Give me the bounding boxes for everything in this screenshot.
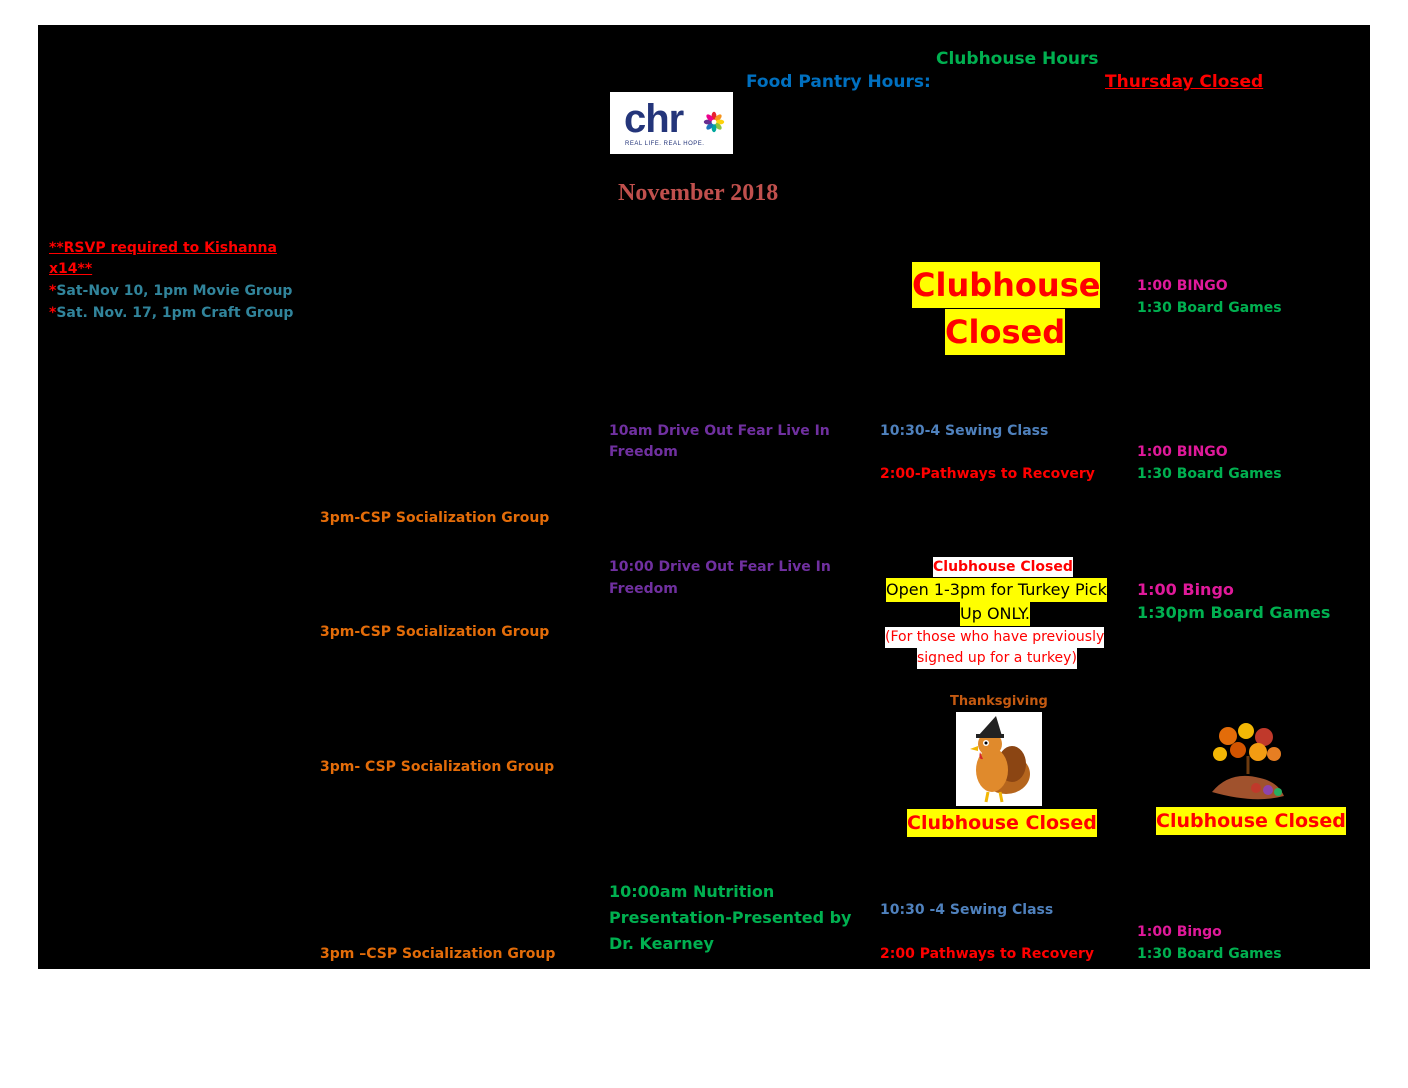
bingo-week1: 1:00 BINGO xyxy=(1137,278,1228,294)
board-games-week3: 1:30pm Board Games xyxy=(1137,603,1331,622)
asterisk: * xyxy=(49,283,57,299)
clubhouse-closed-week3: Clubhouse Closed xyxy=(933,557,1073,577)
turkey-pickup-line1: Open 1-3pm for Turkey Pick xyxy=(886,578,1107,602)
clubhouse-closed-large-line1: Clubhouse xyxy=(912,262,1101,308)
logo-brand-text: chr xyxy=(624,97,684,141)
nutrition-presentation-line2: Presentation-Presented by xyxy=(609,908,852,927)
pathways-week2: 2:00-Pathways to Recovery xyxy=(880,466,1095,482)
cornucopia-illustration xyxy=(1208,722,1286,804)
bingo-week2: 1:00 BINGO xyxy=(1137,444,1228,460)
turkey-icon xyxy=(970,716,1030,803)
calendar-sheet xyxy=(38,25,1370,969)
bingo-week5: 1:00 Bingo xyxy=(1137,924,1222,940)
turkey-illustration xyxy=(956,712,1042,806)
clubhouse-hours-heading: Clubhouse Hours xyxy=(936,49,1099,69)
previous-signup-line1: (For those who have previously xyxy=(885,627,1105,648)
chr-logo: chr REAL LIFE. REAL HOPE. xyxy=(610,92,733,154)
thanksgiving-label: Thanksgiving xyxy=(950,694,1048,709)
clubhouse-closed-thanksgiving-thursday: Clubhouse Closed xyxy=(907,809,1097,837)
flower-icon xyxy=(703,111,725,133)
previous-signup-line2: signed up for a turkey) xyxy=(917,648,1077,669)
board-games-week1: 1:30 Board Games xyxy=(1137,300,1282,316)
asterisk: * xyxy=(49,305,57,321)
food-pantry-hours-heading: Food Pantry Hours: xyxy=(746,72,931,92)
board-games-week5: 1:30 Board Games xyxy=(1137,946,1282,962)
rsvp-note-line1: **RSVP required to Kishanna xyxy=(49,240,277,256)
csp-group-week5: 3pm –CSP Socialization Group xyxy=(320,946,556,962)
cornucopia-icon xyxy=(1212,723,1284,800)
drive-out-fear-week2-line2: Freedom xyxy=(609,444,678,460)
csp-group-week4: 3pm- CSP Socialization Group xyxy=(320,759,555,775)
craft-group-text: Sat. Nov. 17, 1pm Craft Group xyxy=(56,305,294,321)
thursday-closed-notice: Thursday Closed xyxy=(1105,72,1264,92)
movie-group-text: Sat-Nov 10, 1pm Movie Group xyxy=(56,283,293,299)
sewing-class-week5: 10:30 -4 Sewing Class xyxy=(880,902,1054,918)
logo-tagline: REAL LIFE. REAL HOPE. xyxy=(625,141,705,147)
movie-group-note: *Sat-Nov 10, 1pm Movie Group xyxy=(49,280,292,302)
sewing-class-week2: 10:30-4 Sewing Class xyxy=(880,423,1049,439)
month-title: November 2018 xyxy=(618,180,779,206)
bingo-week3: 1:00 Bingo xyxy=(1137,580,1234,599)
nutrition-presentation-line3: Dr. Kearney xyxy=(609,934,714,953)
rsvp-note-line2: x14** xyxy=(49,261,93,277)
csp-group-week2: 3pm-CSP Socialization Group xyxy=(320,510,550,526)
clubhouse-closed-thanksgiving-friday: Clubhouse Closed xyxy=(1156,807,1346,835)
drive-out-fear-week2-line1: 10am Drive Out Fear Live In xyxy=(609,423,830,439)
clubhouse-closed-large-line2: Closed xyxy=(945,309,1066,355)
craft-group-note: *Sat. Nov. 17, 1pm Craft Group xyxy=(49,302,293,324)
turkey-pickup-line2: Up ONLY. xyxy=(960,602,1030,626)
pathways-week5: 2:00 Pathways to Recovery xyxy=(880,946,1094,962)
csp-group-week3: 3pm-CSP Socialization Group xyxy=(320,624,550,640)
drive-out-fear-week3-line1: 10:00 Drive Out Fear Live In xyxy=(609,559,831,575)
board-games-week2: 1:30 Board Games xyxy=(1137,466,1282,482)
nutrition-presentation-line1: 10:00am Nutrition xyxy=(609,882,775,901)
drive-out-fear-week3-line2: Freedom xyxy=(609,581,678,597)
